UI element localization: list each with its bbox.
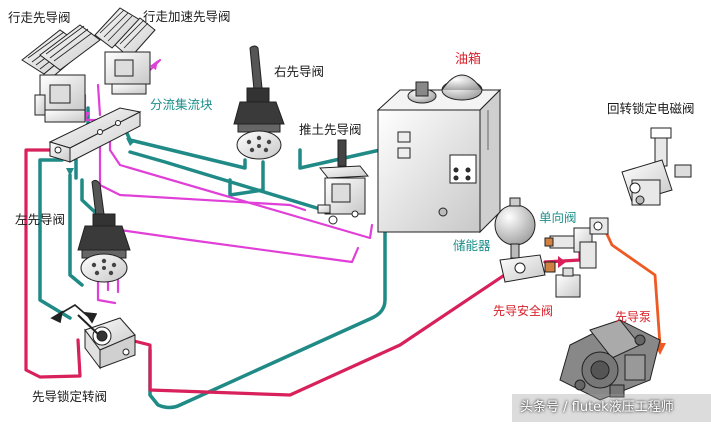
teal-line-tank-bottom-loop — [148, 220, 387, 410]
manifold-block — [48, 107, 142, 163]
orange-pump-line — [603, 228, 662, 347]
magenta-line-left-right — [98, 130, 307, 212]
hydraulic-tank — [376, 74, 502, 234]
arrow-left-teal — [66, 168, 74, 176]
teal-line-left-pilot — [68, 173, 84, 287]
label-right-pilot-valve: 右先导阀 — [274, 64, 325, 79]
dozer-pilot-valve — [317, 139, 370, 225]
pilot-pump — [559, 319, 661, 401]
label-travel-pilot-valve: 行走先导阀 — [8, 10, 71, 25]
arrow-speed-1 — [150, 60, 158, 70]
crimson-line-lock-to-safety — [128, 268, 514, 397]
teal-line-dozer — [128, 150, 332, 214]
right-pilot-valve — [233, 45, 285, 160]
arrow-manifold-teal — [126, 138, 136, 146]
check-valve — [544, 217, 609, 269]
label-manifold-block: 分流集流块 — [150, 97, 213, 112]
rotation-arrow-icon — [50, 304, 98, 324]
label-accumulator: 储能器 — [453, 238, 491, 253]
arrow-check — [558, 256, 566, 268]
teal-line-left-pilot-2 — [80, 178, 100, 217]
magenta-line-travel-2 — [96, 83, 102, 117]
left-pilot-valve — [77, 179, 131, 283]
magenta-line-dozer-1 — [108, 133, 374, 240]
teal-line-right-pilot-tank — [228, 160, 265, 197]
pilot-lock-rotary-valve — [77, 314, 136, 370]
magenta-line-left-lower — [96, 276, 117, 305]
crimson-line-manifold-to-lock — [24, 148, 82, 379]
swing-lock-solenoid-valve — [621, 127, 692, 206]
pilot-safety-valve — [499, 254, 581, 298]
label-pilot-lock-rotary-valve: 先导锁定转阀 — [32, 389, 108, 404]
label-dozer-pilot-valve: 推土先导阀 — [299, 122, 362, 137]
label-left-pilot-valve: 左先导阀 — [15, 212, 66, 227]
label-travel-speed-pilot-valve: 行走加速先导阀 — [143, 9, 231, 24]
label-hydraulic-tank: 油箱 — [455, 52, 482, 67]
teal-line-manifold-left — [38, 158, 72, 320]
watermark-text: 头条号 / flutek液压工程师 — [520, 400, 674, 415]
label-pilot-pump: 先导泵 — [615, 310, 652, 324]
label-swing-lock-solenoid-valve: 回转锁定电磁阀 — [607, 101, 695, 116]
label-pilot-safety-valve: 先导安全阀 — [493, 304, 554, 318]
watermark-background — [512, 394, 711, 422]
accumulator — [494, 197, 536, 259]
travel-pilot-valve — [21, 24, 101, 123]
orange-line-pump — [603, 228, 662, 347]
magenta-line-dozer-2 — [118, 228, 360, 264]
label-check-valve: 单向阀 — [539, 210, 577, 225]
travel-speed-pilot-valve — [94, 7, 156, 95]
